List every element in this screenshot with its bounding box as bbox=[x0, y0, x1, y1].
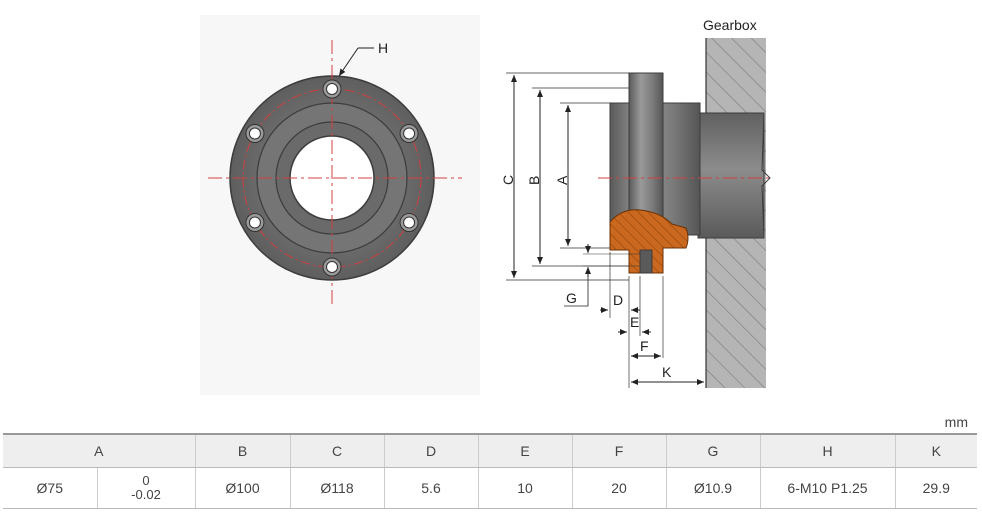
tolerance-lower: -0.02 bbox=[131, 487, 161, 502]
label-e: E bbox=[630, 314, 639, 330]
cell-k: 29.9 bbox=[894, 467, 977, 509]
header-g: G bbox=[665, 433, 760, 468]
shaft-break bbox=[761, 112, 771, 239]
header-a: A bbox=[3, 433, 195, 468]
cell-d: 5.6 bbox=[383, 467, 478, 509]
cell-f: 20 bbox=[571, 467, 666, 509]
label-a: A bbox=[554, 175, 570, 185]
table-header-row: A B C D E F G H K bbox=[3, 433, 977, 468]
cell-a-diameter: Ø75 bbox=[3, 467, 97, 509]
cell-h: 6-M10 P1.25 bbox=[759, 467, 895, 509]
bolt-hole-bore bbox=[248, 127, 261, 140]
label-d: D bbox=[613, 292, 623, 308]
header-f: F bbox=[571, 433, 666, 468]
cell-g: Ø10.9 bbox=[665, 467, 760, 509]
label-b: B bbox=[526, 176, 542, 185]
cell-c: Ø118 bbox=[289, 467, 384, 509]
header-d: D bbox=[383, 433, 478, 468]
front-view: H bbox=[208, 40, 462, 308]
section-cut bbox=[609, 209, 689, 274]
label-f: F bbox=[640, 338, 649, 354]
tolerance-upper: 0 bbox=[142, 473, 150, 488]
cell-a-tolerance: 0 -0.02 bbox=[96, 467, 195, 509]
unit-label: mm bbox=[944, 414, 968, 430]
label-g: G bbox=[566, 290, 577, 306]
h-leader-arrow bbox=[338, 47, 359, 77]
flange-drawing: H Gearbox C B A bbox=[208, 17, 772, 388]
bolt-hole-bore bbox=[403, 216, 416, 229]
table-row: Ø75 0 -0.02 Ø100 Ø118 5.6 10 20 Ø10.9 6-… bbox=[3, 467, 977, 509]
gearbox-label: Gearbox bbox=[703, 17, 757, 33]
header-e: E bbox=[477, 433, 572, 468]
cell-e: 10 bbox=[477, 467, 572, 509]
label-c: C bbox=[500, 175, 516, 185]
shaft bbox=[697, 112, 765, 239]
bolt-holes bbox=[245, 79, 419, 277]
header-h: H bbox=[759, 433, 895, 468]
label-h: H bbox=[378, 40, 388, 56]
bolt-hole-bore bbox=[248, 216, 261, 229]
cell-b: Ø100 bbox=[194, 467, 290, 509]
bolt-hole-section bbox=[639, 249, 653, 274]
bolt-hole-bore bbox=[326, 261, 338, 273]
dimension-table: A B C D E F G H K Ø75 0 -0.02 Ø100 Ø118 … bbox=[3, 433, 977, 509]
header-b: B bbox=[194, 433, 290, 468]
label-k: K bbox=[662, 364, 672, 380]
header-c: C bbox=[289, 433, 384, 468]
bolt-hole-bore bbox=[403, 127, 416, 140]
bolt-hole-bore bbox=[326, 83, 338, 95]
header-k: K bbox=[894, 433, 977, 468]
side-section-view: Gearbox C B A G bbox=[500, 17, 772, 388]
